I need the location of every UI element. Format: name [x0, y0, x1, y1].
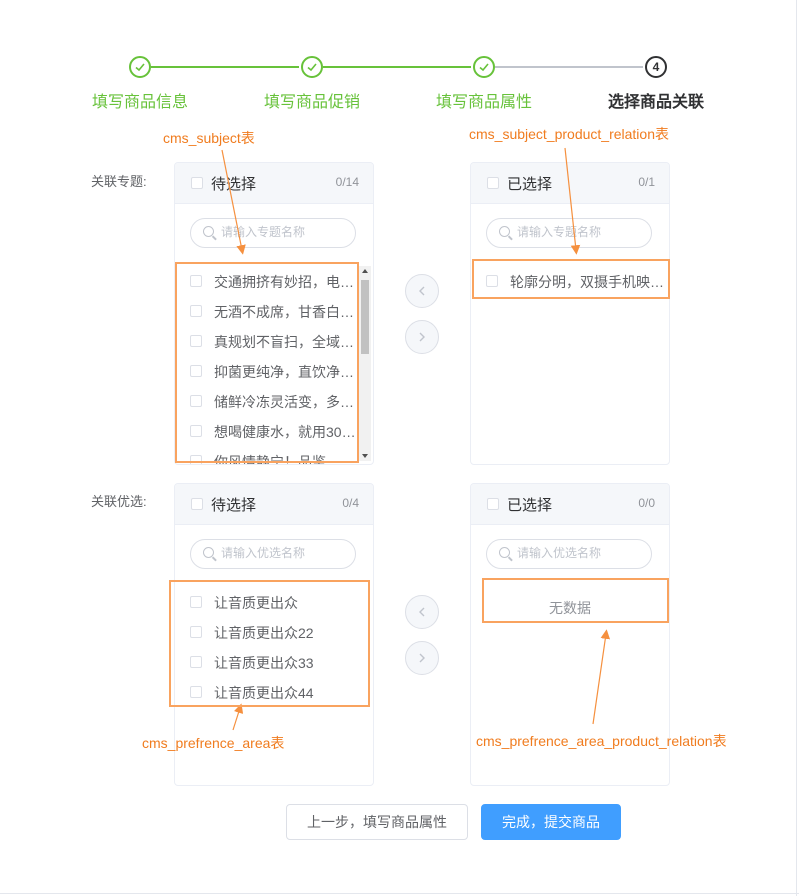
- item-checkbox[interactable]: [190, 365, 202, 377]
- scroll-up-arrow-icon[interactable]: [362, 269, 368, 273]
- step-1-title: 填写商品信息: [92, 94, 189, 111]
- annotation-cms-prefrence-area: cms_prefrence_area表: [142, 735, 285, 751]
- subject-target-title: 已选择: [507, 176, 553, 193]
- annotation-box-subject: [175, 262, 359, 463]
- search-icon: [499, 226, 510, 237]
- preference-source-search-input[interactable]: [221, 546, 346, 560]
- preference-field-label: 关联优选:: [91, 494, 147, 509]
- item-checkbox[interactable]: [190, 656, 202, 668]
- subject-list-scrollbar[interactable]: [359, 266, 371, 461]
- chevron-right-icon: [419, 332, 425, 342]
- preference-target-select-all-checkbox[interactable]: [487, 498, 499, 510]
- preference-target-title: 已选择: [507, 497, 553, 514]
- subject-target-select-all-checkbox[interactable]: [487, 177, 499, 189]
- step-1-check-icon: [129, 56, 151, 78]
- item-checkbox[interactable]: [486, 275, 498, 287]
- chevron-left-icon: [419, 607, 425, 617]
- subject-source-search-input[interactable]: [221, 225, 346, 239]
- preference-source-header: 待选择 0/4: [175, 484, 373, 525]
- item-checkbox[interactable]: [190, 455, 202, 464]
- preference-move-left-button[interactable]: [405, 595, 439, 629]
- preference-target-search-input[interactable]: [517, 546, 642, 560]
- submit-product-button[interactable]: 完成，提交商品: [481, 804, 621, 840]
- preference-source-select-all-checkbox[interactable]: [191, 498, 203, 510]
- preference-source-title: 待选择: [211, 497, 257, 514]
- scroll-thumb[interactable]: [361, 280, 369, 354]
- scroll-down-arrow-icon[interactable]: [362, 454, 368, 458]
- page-right-border: [796, 0, 797, 896]
- preference-source-search[interactable]: [190, 539, 356, 569]
- subject-target-count: 0/1: [638, 175, 655, 189]
- subject-target-search-input[interactable]: [517, 225, 642, 239]
- item-checkbox[interactable]: [190, 626, 202, 638]
- chevron-left-icon: [419, 286, 425, 296]
- subject-move-right-button[interactable]: [405, 320, 439, 354]
- empty-state-text: 无数据: [549, 600, 591, 616]
- item-checkbox[interactable]: [190, 335, 202, 347]
- subject-target-panel: 已选择 0/1 轮廓分明，双摄手机映…: [470, 162, 670, 465]
- subject-source-select-all-checkbox[interactable]: [191, 177, 203, 189]
- search-icon: [203, 226, 214, 237]
- search-icon: [203, 547, 214, 558]
- step-2-title: 填写商品促销: [264, 94, 361, 111]
- step-4-number: 4: [645, 56, 667, 78]
- step-line-1: [151, 66, 299, 68]
- annotation-box-prefrence-relation: [482, 578, 669, 623]
- annotation-box-prefrence: [169, 580, 370, 707]
- search-icon: [499, 547, 510, 558]
- annotation-box-subject-relation: [472, 259, 670, 299]
- item-checkbox[interactable]: [190, 275, 202, 287]
- annotation-cms-subject-product-relation: cms_subject_product_relation表: [469, 126, 669, 142]
- preference-source-count: 0/4: [342, 496, 359, 510]
- subject-source-header: 待选择 0/14: [175, 163, 373, 204]
- chevron-right-icon: [419, 653, 425, 663]
- item-checkbox[interactable]: [190, 596, 202, 608]
- step-line-2: [323, 66, 471, 68]
- step-4-title: 选择商品关联: [608, 94, 705, 111]
- subject-move-left-button[interactable]: [405, 274, 439, 308]
- item-checkbox[interactable]: [190, 686, 202, 698]
- annotation-cms-subject: cms_subject表: [163, 130, 255, 146]
- step-2-check-icon: [301, 56, 323, 78]
- subject-source-panel: 待选择 0/14 交通拥挤有妙招，电… 无酒不成席，甘香白… 真规划不盲扫，全域…: [174, 162, 374, 465]
- item-checkbox[interactable]: [190, 425, 202, 437]
- prev-step-button[interactable]: 上一步，填写商品属性: [286, 804, 468, 840]
- subject-source-count: 0/14: [335, 175, 359, 189]
- subject-target-search[interactable]: [486, 218, 652, 248]
- preference-target-panel: 已选择 0/0 无数据: [470, 483, 670, 786]
- annotation-cms-prefrence-area-product-relation: cms_prefrence_area_product_relation表: [476, 733, 727, 749]
- subject-source-title: 待选择: [211, 176, 257, 193]
- preference-target-search[interactable]: [486, 539, 652, 569]
- subject-source-search[interactable]: [190, 218, 356, 248]
- step-line-3: [495, 66, 643, 68]
- item-checkbox[interactable]: [190, 305, 202, 317]
- preference-target-header: 已选择 0/0: [471, 484, 669, 525]
- preference-move-right-button[interactable]: [405, 641, 439, 675]
- subject-field-label: 关联专题:: [91, 174, 147, 189]
- step-3-check-icon: [473, 56, 495, 78]
- item-checkbox[interactable]: [190, 395, 202, 407]
- preference-target-count: 0/0: [638, 496, 655, 510]
- preference-source-panel: 待选择 0/4 让音质更出众 让音质更出众22 让音质更出众33 让音质更出众4…: [174, 483, 374, 786]
- step-3-title: 填写商品属性: [436, 94, 533, 111]
- page-bottom-border: [0, 893, 799, 894]
